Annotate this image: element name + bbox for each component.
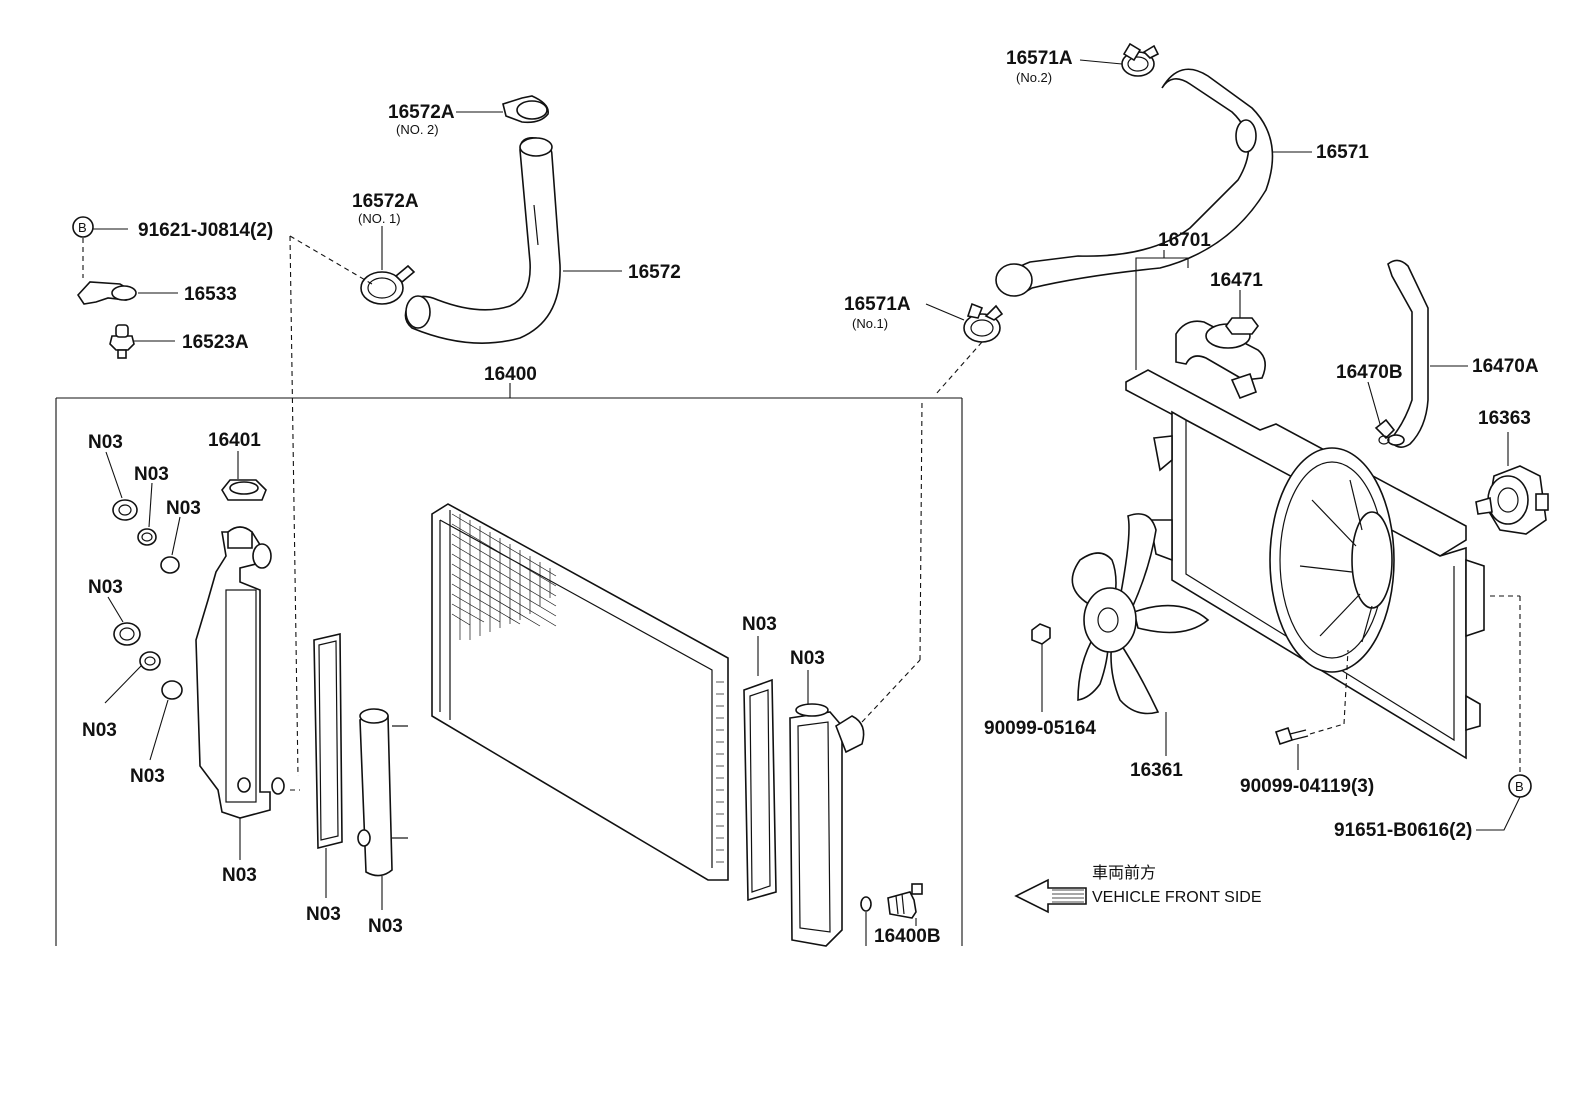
- dash-hose-clamp-link: [289, 235, 373, 285]
- left-tank: [195, 526, 300, 860]
- vehicle-front-arrow: [1014, 878, 1087, 914]
- clamp-16572a-no1: [360, 226, 416, 305]
- clamp-16572a-no2: [456, 95, 549, 124]
- gasket-left: [313, 632, 343, 898]
- label-16401: 16401: [208, 430, 261, 451]
- ref-b-top-label: B: [78, 220, 87, 235]
- label-n03-5: N03: [82, 720, 117, 741]
- fan-motor-16363: [1475, 432, 1549, 535]
- label-16572a-no1: 16572A: [352, 191, 419, 212]
- seal-group-upper-left: [104, 451, 183, 761]
- label-n03-6: N03: [130, 766, 165, 787]
- clamp-16571a-no1: [925, 302, 1004, 395]
- label-front-jp: 車両前方: [1092, 864, 1156, 882]
- right-tank: [789, 399, 923, 947]
- label-16571a-no1: 16571A: [844, 294, 911, 315]
- bracket-16533: [76, 281, 178, 305]
- label-16571a-no1-sub: (No.1): [852, 316, 888, 331]
- radiator-cap-16401: [221, 451, 267, 501]
- hose-16571: [995, 68, 1312, 297]
- label-n03-7: N03: [222, 865, 257, 886]
- clamp-16470b: [1367, 381, 1396, 445]
- bolt-90099-04119: [1274, 649, 1349, 770]
- label-n03-4: N03: [88, 577, 123, 598]
- clip-16523a: [109, 324, 175, 359]
- label-90099-04119: 90099-04119(3): [1240, 776, 1374, 797]
- label-16572a-no2: 16572A: [388, 102, 455, 123]
- label-16572a-no1-sub: (NO. 1): [358, 211, 401, 226]
- label-n03-11: N03: [790, 648, 825, 669]
- small-tank-piece: [357, 708, 408, 910]
- ref-b-callout-bottom: B: [1476, 595, 1532, 831]
- ref-b-callout-top: B: [72, 216, 128, 278]
- cap-16471: [1225, 290, 1259, 335]
- drain-plug-16400b: [860, 883, 923, 946]
- core-fins: [451, 513, 557, 640]
- assembly-16400-box: [55, 383, 963, 946]
- nut-90099-05164: [1031, 623, 1051, 712]
- hose-16470a: [1387, 259, 1468, 448]
- label-16701: 16701: [1158, 230, 1211, 251]
- label-16533: 16533: [184, 284, 237, 305]
- label-16470b: 16470B: [1336, 362, 1403, 383]
- label-16572a-no2-sub: (NO. 2): [396, 122, 439, 137]
- fan-shroud-16701: [1125, 250, 1485, 760]
- label-16571: 16571: [1316, 142, 1369, 163]
- label-16571a-no2: 16571A: [1006, 48, 1073, 69]
- clamp-16571a-no2: [1079, 42, 1160, 77]
- label-90099-05164: 90099-05164: [984, 718, 1096, 739]
- label-16523a: 16523A: [182, 332, 249, 353]
- radiator-core: [431, 503, 729, 881]
- label-n03-8: N03: [306, 904, 341, 925]
- label-16400b: 16400B: [874, 926, 941, 947]
- core-side-fins: [716, 681, 724, 863]
- fan-16361: [1071, 513, 1210, 756]
- label-n03-9: N03: [368, 916, 403, 937]
- label-n03-1: N03: [88, 432, 123, 453]
- label-16572: 16572: [628, 262, 681, 283]
- label-91651-b0616: 91651-B0616(2): [1334, 820, 1472, 841]
- label-16400: 16400: [484, 364, 537, 385]
- label-n03-2: N03: [134, 464, 169, 485]
- label-16361: 16361: [1130, 760, 1183, 781]
- label-91621-j0814: 91621-J0814(2): [138, 220, 273, 241]
- label-n03-3: N03: [166, 498, 201, 519]
- label-front-en: VEHICLE FRONT SIDE: [1092, 889, 1262, 906]
- label-16571a-no2-sub: (No.2): [1016, 70, 1052, 85]
- hose-16572: [404, 136, 622, 344]
- gasket-right: [743, 636, 777, 902]
- label-n03-10: N03: [742, 614, 777, 635]
- label-16471: 16471: [1210, 270, 1263, 291]
- ref-b-bottom-label: B: [1515, 779, 1524, 794]
- label-16363: 16363: [1478, 408, 1531, 429]
- dash-hose-tank-link: [289, 235, 299, 777]
- label-16470a: 16470A: [1472, 356, 1539, 377]
